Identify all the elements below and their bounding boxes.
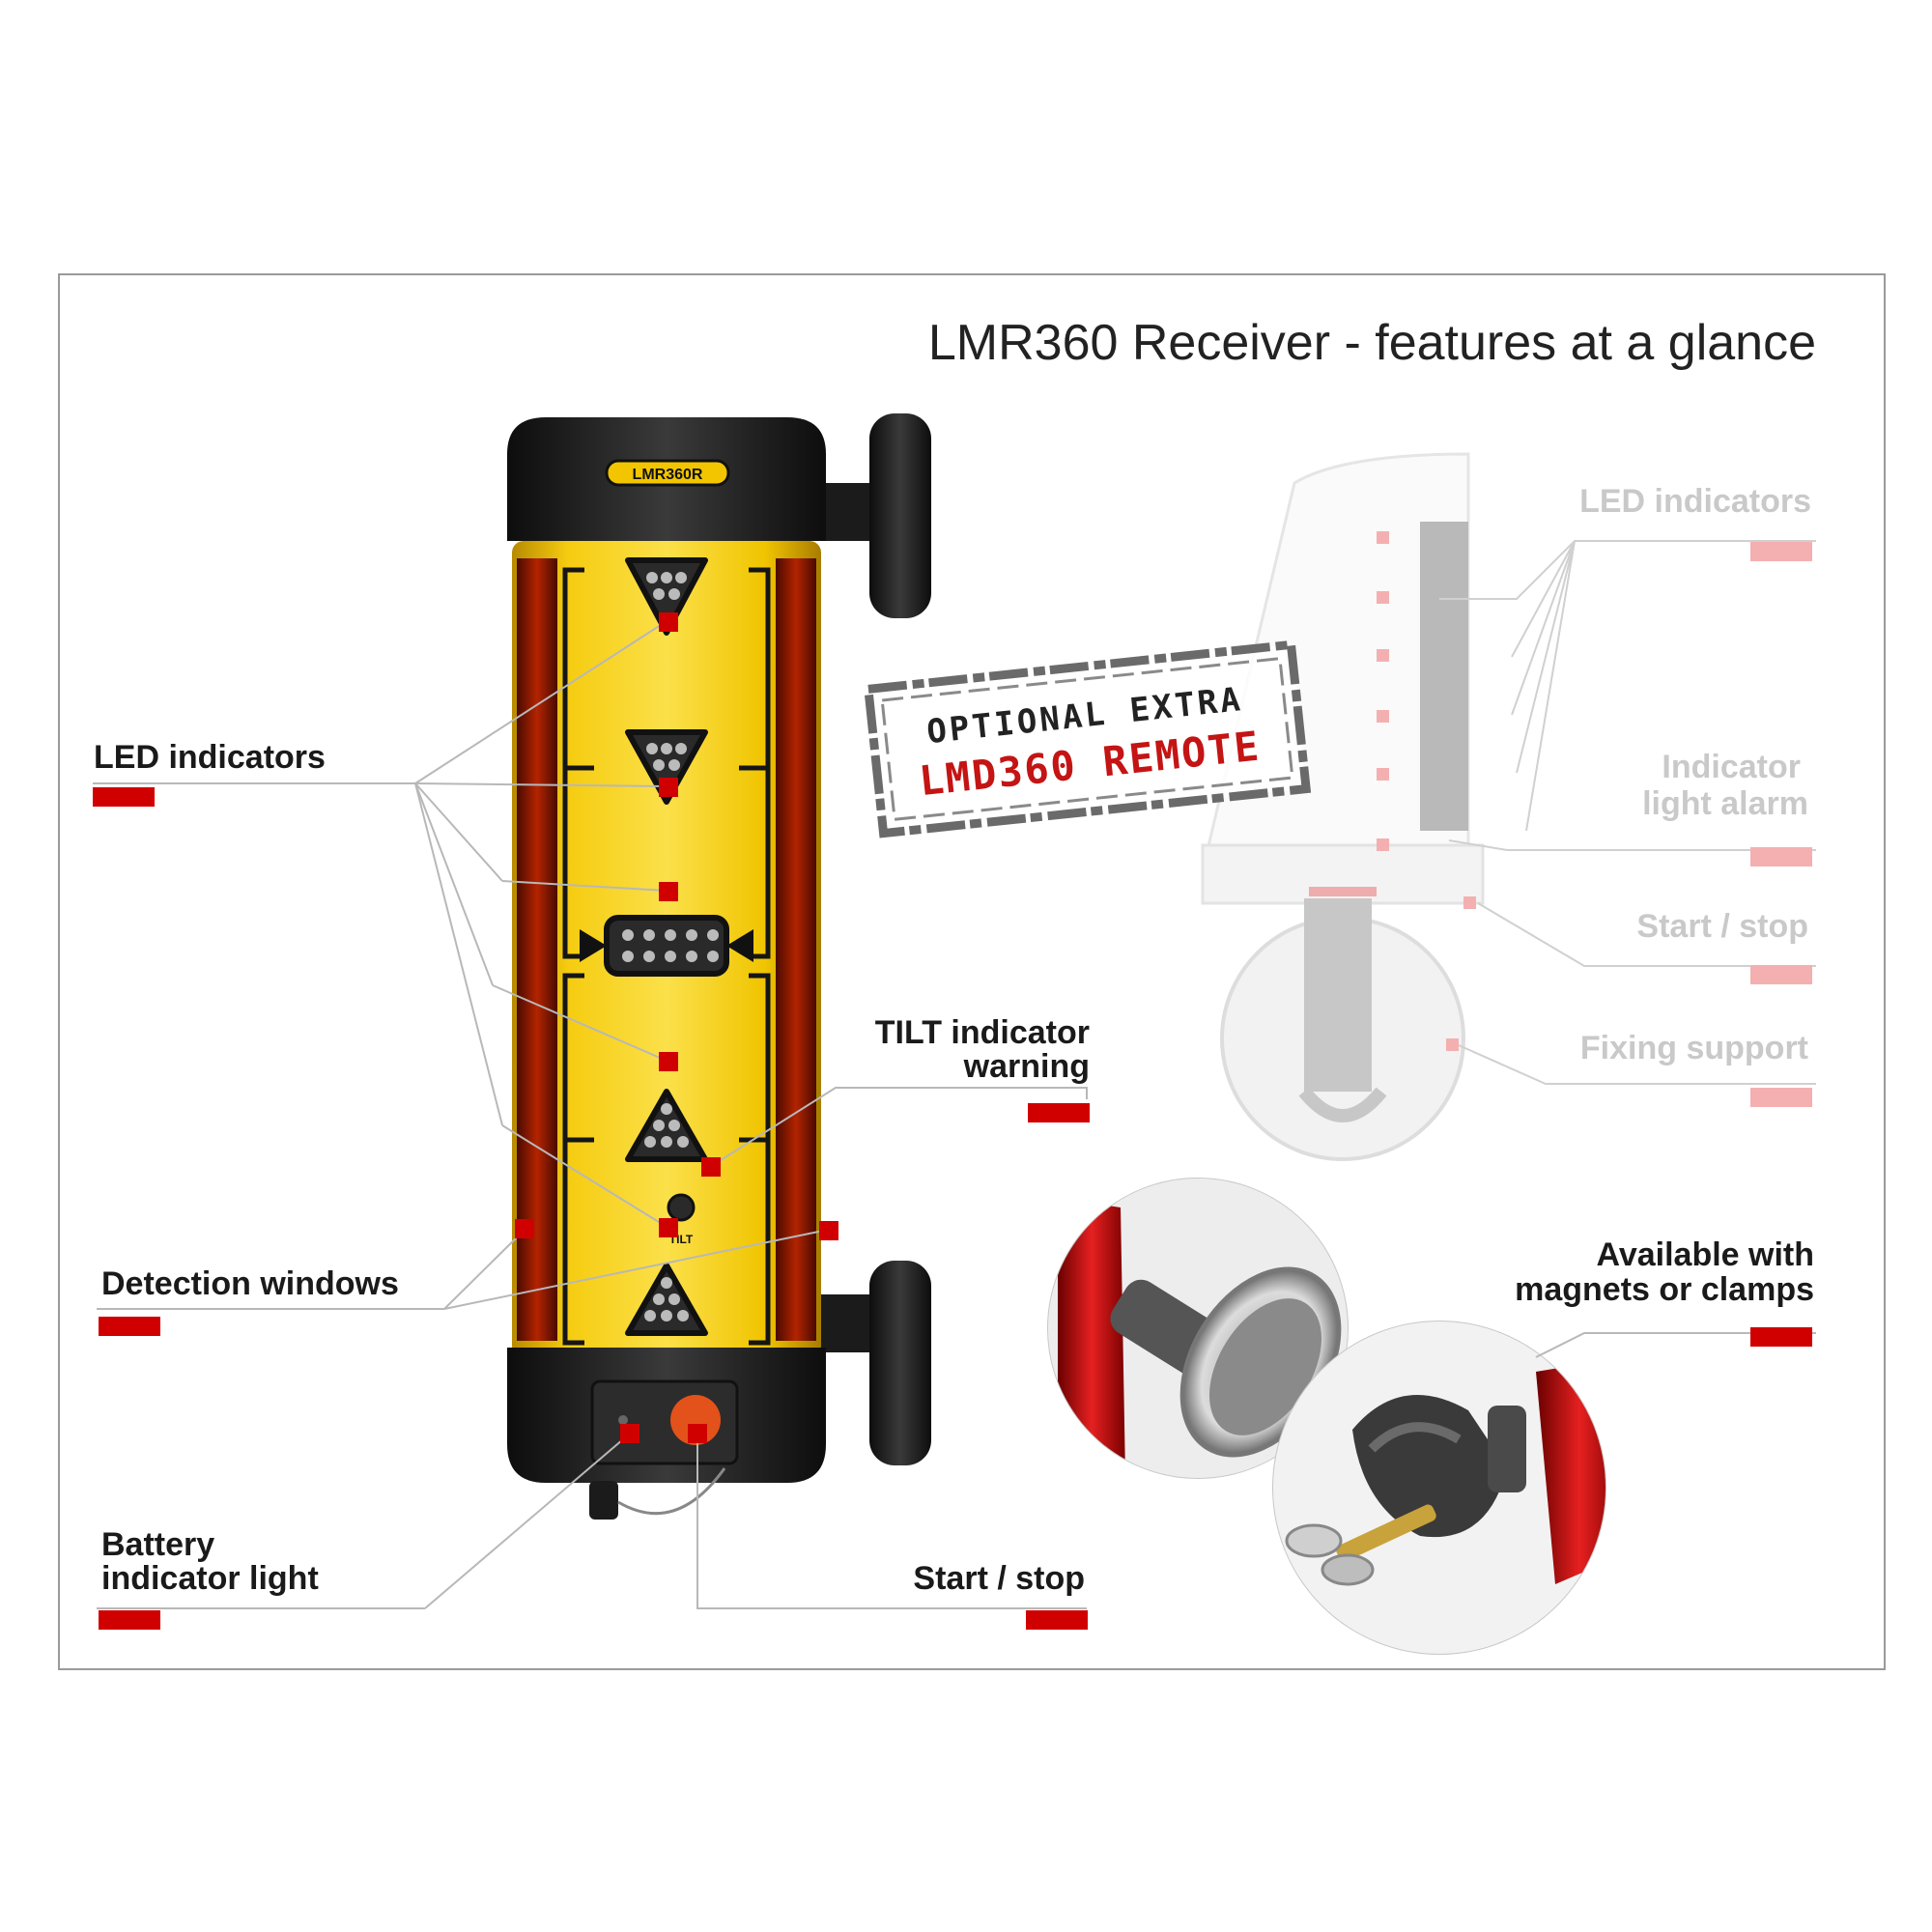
mount-label-line1: Available with — [1597, 1236, 1814, 1273]
marker-led-top — [659, 612, 678, 632]
tilt-swatch — [1028, 1103, 1090, 1122]
main-markers — [515, 612, 838, 1443]
marker-tilt — [701, 1157, 721, 1177]
led-arrow-top — [625, 557, 708, 636]
page-title: LMR360 Receiver - features at a glance — [928, 315, 1816, 371]
remote-alarm-label-line2: light alarm — [1642, 785, 1808, 822]
tilt-label-line1: TILT indicator — [875, 1014, 1090, 1051]
remote-callouts: LED indicators Indicator light alarm Sta… — [1579, 483, 1812, 1107]
marker-led-mid-lower — [659, 1052, 678, 1071]
mount-callout: Available with magnets or clamps — [1515, 1236, 1814, 1347]
remote-alarm-label-line1: Indicator — [1662, 749, 1801, 785]
marker-battery — [620, 1424, 639, 1443]
mount-swatch — [1750, 1327, 1812, 1347]
led-indicators-swatch — [93, 787, 155, 807]
optional-extra-stamp: OPTIONAL EXTRA LMD360 REMOTE — [863, 639, 1312, 838]
remote-led-markers — [1377, 531, 1476, 1051]
tilt-label-line2: warning — [963, 1048, 1090, 1085]
remote-fixing-support-label: Fixing support — [1580, 1030, 1808, 1066]
led-arrow-bottom — [625, 1263, 708, 1336]
main-callouts: LED indicators Detection windows Battery… — [93, 739, 1090, 1630]
battery-label-line1: Battery — [101, 1526, 214, 1563]
start-stop-swatch — [1026, 1610, 1088, 1630]
detection-windows-label: Detection windows — [101, 1265, 399, 1302]
receiver-device-image: TILT LMR360R — [507, 413, 931, 1520]
model-badge: LMR360R — [633, 467, 703, 483]
led-center-bar — [580, 915, 753, 977]
magnet-mount-image — [1047, 1178, 1349, 1479]
battery-label-line2: indicator light — [101, 1560, 319, 1597]
remote-leader-lines — [1439, 540, 1816, 1085]
marker-led-bottom — [659, 1218, 678, 1237]
mount-label-line2: magnets or clamps — [1515, 1271, 1814, 1308]
mount-leader — [1535, 1332, 1816, 1358]
led-arrow-upper — [625, 729, 708, 805]
marker-detection-left — [515, 1219, 534, 1238]
detection-windows-swatch — [99, 1317, 160, 1336]
battery-swatch — [99, 1610, 160, 1630]
marker-detection-right — [819, 1221, 838, 1240]
remote-led-indicators-label: LED indicators — [1579, 483, 1811, 520]
start-stop-label: Start / stop — [913, 1560, 1085, 1597]
marker-led-upper — [659, 778, 678, 797]
remote-start-stop-label: Start / stop — [1636, 908, 1808, 945]
led-indicators-label: LED indicators — [94, 739, 326, 776]
main-leader-lines — [93, 620, 1088, 1609]
marker-led-mid-upper — [659, 882, 678, 901]
led-arrow-lower — [625, 1089, 708, 1162]
marker-start-stop — [688, 1424, 707, 1443]
